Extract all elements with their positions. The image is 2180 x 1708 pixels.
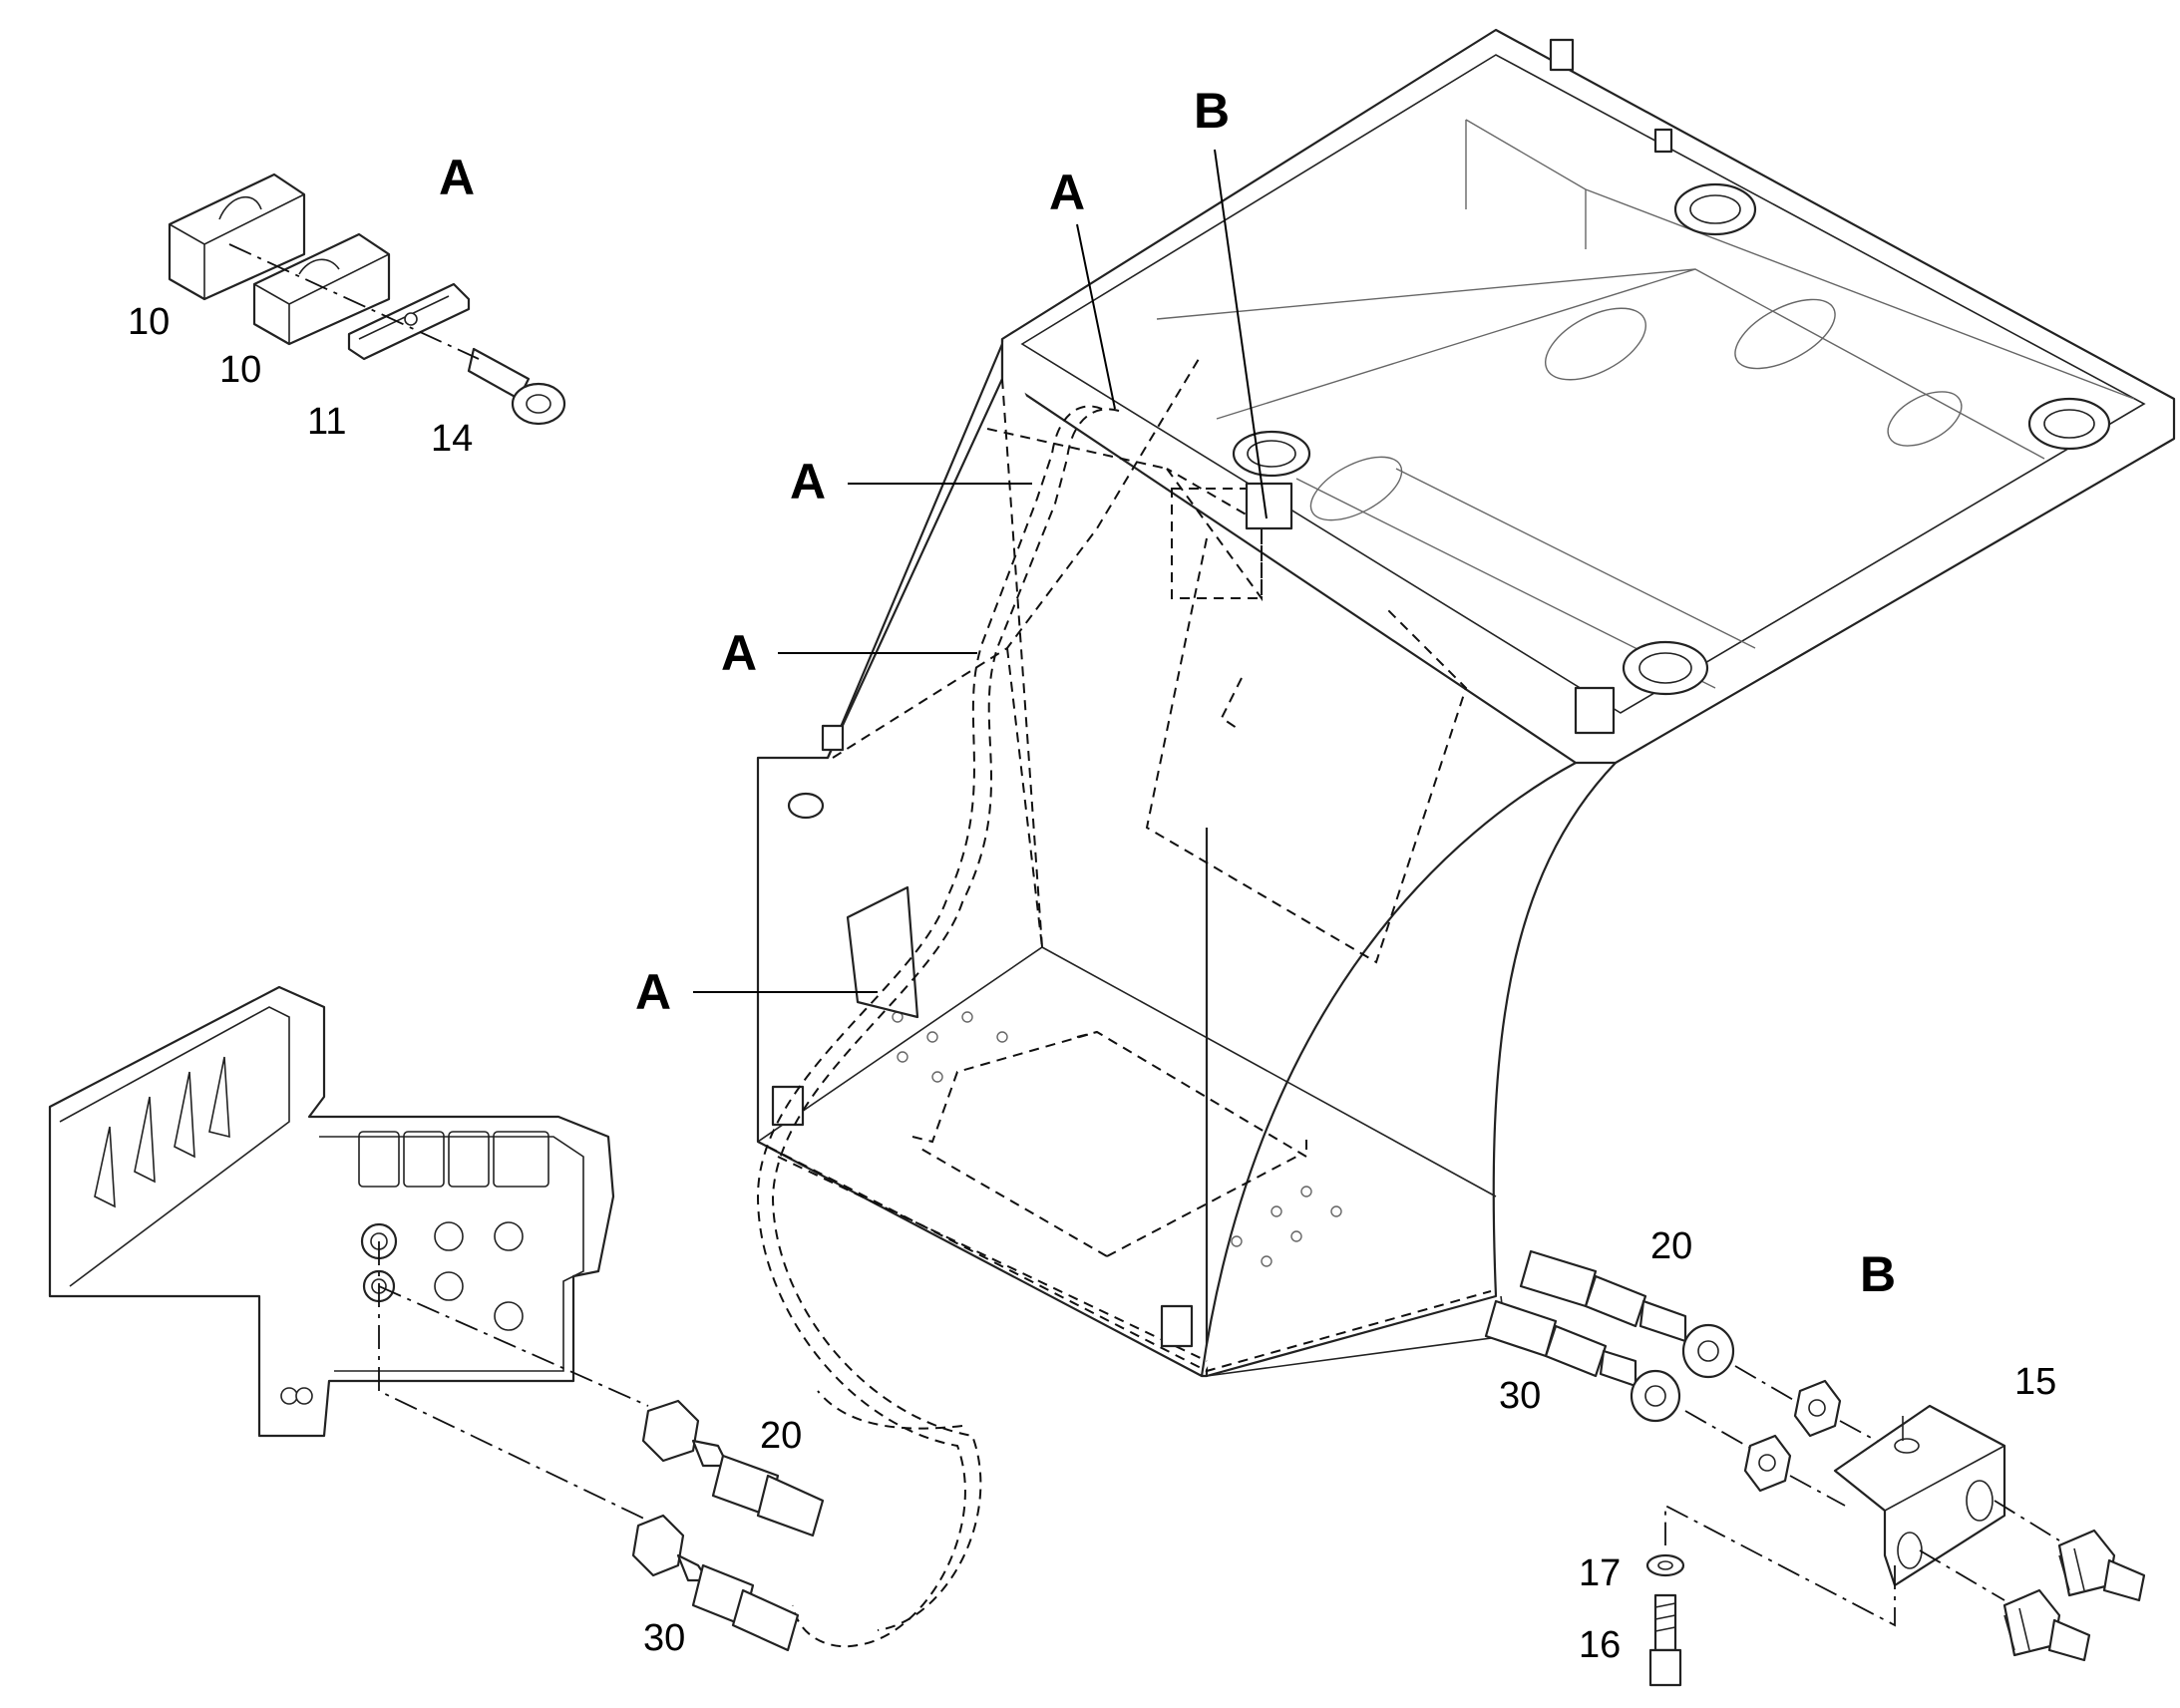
part-number-30-panel: 30	[643, 1617, 685, 1659]
detail-a-title: A	[439, 150, 475, 205]
socket-bolt	[1648, 1593, 1682, 1687]
mount-corner-mid	[1232, 430, 1311, 478]
cover-plate	[347, 282, 471, 361]
mount-corner-rear	[1673, 182, 1757, 236]
hex-nut-lower	[1743, 1434, 1792, 1493]
detail-b-assembly	[1484, 1249, 2146, 1687]
part-number-10-lower: 10	[219, 349, 261, 391]
callout-b-main: B	[1194, 83, 1230, 139]
part-number-11: 11	[307, 401, 346, 443]
washer	[1645, 1553, 1685, 1577]
callout-a-top: A	[1049, 165, 1085, 220]
connector-30-right	[1484, 1299, 1681, 1423]
callout-a-lower: A	[635, 964, 671, 1020]
junction-box	[1171, 482, 1293, 599]
mount-corner-front	[1622, 640, 1709, 696]
hex-nut-upper	[1793, 1379, 1842, 1438]
clamp-half-upper	[168, 172, 306, 301]
bulkhead-fitting-lower	[2002, 1588, 2091, 1662]
clamp-half-lower	[252, 232, 391, 346]
detail-b-title: B	[1860, 1246, 1896, 1302]
part-number-10-upper: 10	[128, 301, 170, 343]
labels: A B B A A A A 10 10 11 14 20 30 20 30 15…	[128, 83, 2056, 1666]
connector-20-left	[641, 1399, 825, 1537]
floor-holes	[892, 1011, 1342, 1267]
part-number-15: 15	[2014, 1361, 2056, 1403]
part-number-30-detail-b: 30	[1499, 1375, 1541, 1417]
bulkhead-fitting-upper	[2057, 1529, 2146, 1602]
connector-30-left	[631, 1514, 800, 1652]
callout-a-middle: A	[721, 625, 757, 681]
part-number-14: 14	[431, 418, 473, 460]
part-number-20-detail-b: 20	[1650, 1225, 1692, 1267]
part-number-20-panel: 20	[760, 1415, 802, 1457]
callout-leaders	[693, 149, 1268, 993]
mount-corner-right	[2027, 397, 2111, 451]
main-frame	[756, 28, 2176, 1378]
detail-a-clamp	[168, 172, 566, 426]
callout-a-upper: A	[790, 454, 826, 510]
connector-20-right	[1519, 1249, 1735, 1379]
harness-routing	[756, 405, 1120, 1648]
part-number-17: 17	[1579, 1552, 1621, 1594]
socket-head-screw	[467, 347, 566, 426]
part-number-16: 16	[1579, 1624, 1621, 1666]
bulkhead-panel	[48, 985, 649, 1522]
mounting-bracket	[1833, 1404, 2006, 1587]
